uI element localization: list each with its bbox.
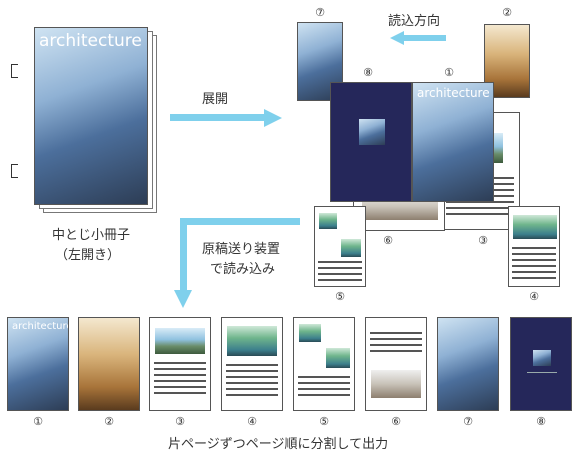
unfold-number-8: ⑧ xyxy=(363,66,373,79)
output-number-8: ⑧ xyxy=(536,415,546,428)
staple-top xyxy=(11,64,18,78)
booklet-label-line2: （左開き） xyxy=(55,248,121,263)
staple-bottom xyxy=(11,164,18,178)
reading-direction-label: 読込方向 xyxy=(388,14,441,29)
output-cover-title: architecture xyxy=(12,321,69,332)
output-page-5 xyxy=(293,317,355,411)
unfold-number-3: ③ xyxy=(478,234,488,247)
output-page-6 xyxy=(365,317,427,411)
output-number-4: ④ xyxy=(247,415,257,428)
output-number-5: ⑤ xyxy=(319,415,329,428)
unfold-number-5: ⑤ xyxy=(335,290,345,303)
unfold-number-6: ⑥ xyxy=(383,234,393,247)
output-page-3 xyxy=(149,317,211,411)
unfold-page-7 xyxy=(297,22,343,101)
reading-direction-arrow xyxy=(390,31,446,45)
unfold-number-1: ① xyxy=(444,66,454,79)
booklet-label-line1: 中とじ小冊子 xyxy=(52,228,131,243)
output-number-2: ② xyxy=(104,415,114,428)
output-number-6: ⑥ xyxy=(391,415,401,428)
output-page-4 xyxy=(221,317,283,411)
booklet-cover-title: architecture xyxy=(39,31,142,51)
unfold-number-7: ⑦ xyxy=(315,6,325,19)
output-page-8 xyxy=(510,317,572,411)
output-caption: 片ページずつページ順に分割して出力 xyxy=(168,437,389,452)
output-page-1: architecture xyxy=(7,317,69,411)
unfold-label: 展開 xyxy=(202,92,229,107)
unfold-arrow xyxy=(170,109,282,127)
unfold-page-8 xyxy=(330,82,412,202)
output-page-7 xyxy=(437,317,499,411)
unfold-page-5 xyxy=(314,206,366,287)
unfold-page-1: architecture xyxy=(412,82,494,202)
feeder-label-line2: で読み込み xyxy=(210,262,276,277)
feeder-label-line1: 原稿送り装置 xyxy=(202,242,281,257)
output-number-3: ③ xyxy=(175,415,185,428)
booklet-cover: architecture xyxy=(34,27,148,205)
output-page-2 xyxy=(78,317,140,411)
output-number-7: ⑦ xyxy=(463,415,473,428)
unfold-number-4: ④ xyxy=(529,290,539,303)
booklet-illustration: architecture xyxy=(27,27,167,217)
unfold-page-4 xyxy=(508,206,560,287)
output-number-1: ① xyxy=(33,415,43,428)
unfold-cover-title: architecture xyxy=(417,86,490,100)
unfold-number-2: ② xyxy=(502,6,512,19)
feeder-arrow xyxy=(170,218,302,310)
